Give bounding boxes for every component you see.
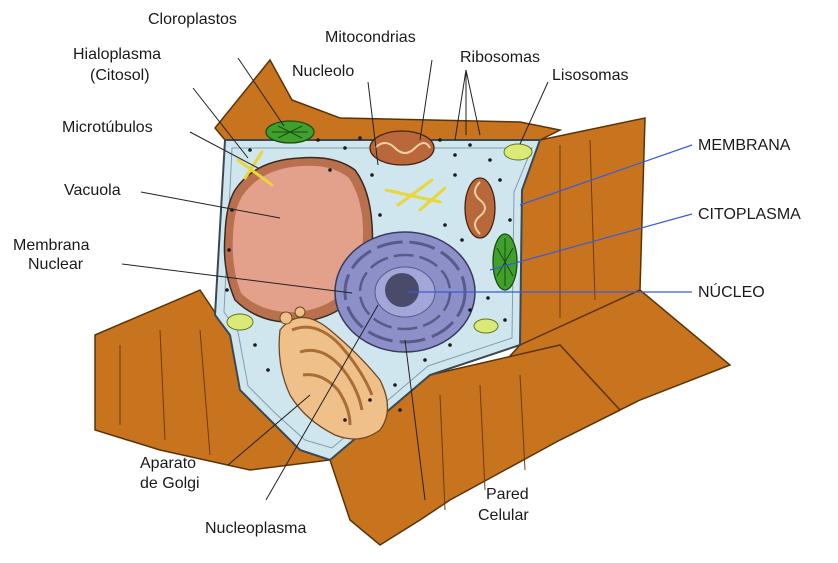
chloroplast-right	[493, 234, 517, 290]
label-vacuola: Vacuola	[64, 181, 121, 200]
label-hialoplasma-line1: Hialoplasma	[73, 45, 161, 64]
nucleolus	[385, 273, 419, 307]
mitochondria-right	[465, 178, 495, 238]
label-citoplasma: CITOPLASMA	[698, 205, 801, 224]
label-nucleoplasma: Nucleoplasma	[205, 519, 306, 538]
label-membrana-nuclear-line2: Nuclear	[28, 255, 83, 274]
label-lisosomas: Lisosomas	[552, 66, 628, 85]
lysosome-left	[227, 314, 253, 330]
label-nucleolo: Nucleolo	[292, 62, 354, 81]
label-nucleo: NÚCLEO	[698, 283, 765, 302]
label-mitocondrias: Mitocondrias	[325, 28, 416, 47]
label-cloroplastos: Cloroplastos	[148, 10, 237, 29]
label-aparato-golgi-line1: Aparato	[140, 454, 196, 473]
label-ribosomas: Ribosomas	[460, 48, 540, 67]
label-microtubulos: Microtúbulos	[62, 118, 153, 137]
label-membrana: MEMBRANA	[698, 136, 790, 155]
label-pared-line2: Celular	[478, 506, 529, 525]
label-pared-line1: Pared	[486, 485, 529, 504]
label-membrana-nuclear-line1: Membrana	[13, 236, 89, 255]
lysosome-right	[474, 319, 498, 333]
mitochondria-top	[370, 131, 434, 165]
label-aparato-golgi-line2: de Golgi	[140, 474, 200, 493]
chloroplast-top	[266, 121, 314, 143]
label-hialoplasma-line2: (Citosol)	[90, 66, 150, 85]
lysosome-top	[504, 144, 532, 160]
